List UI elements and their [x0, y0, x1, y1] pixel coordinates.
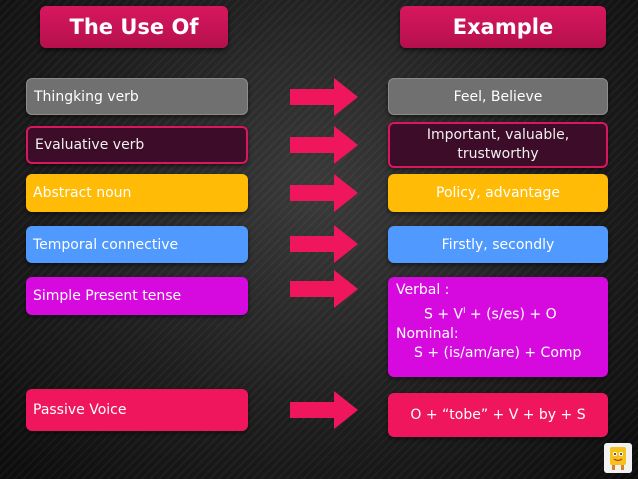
header-the-use-of: The Use Of [40, 6, 228, 48]
example-feel-believe: Feel, Believe [388, 78, 608, 115]
example-important-valuable: Important, valuable, trustworthy [388, 122, 608, 168]
example-policy-advantage: Policy, advantage [388, 174, 608, 212]
verbal-formula-pre: S + V [424, 306, 464, 323]
nominal-formula: S + (is/am/are) + Comp [414, 345, 582, 362]
header-example: Example [400, 6, 606, 48]
term-evaluative-verb: Evaluative verb [26, 126, 248, 164]
nominal-label: Nominal: [396, 325, 459, 342]
term-thinking-verb: Thingking verb [26, 78, 248, 115]
term-temporal-connective: Temporal connective [26, 226, 248, 263]
right-arrow-icon [290, 270, 358, 308]
verbal-formula: S + VI + (s/es) + O [396, 301, 608, 325]
example-simple-present-formulas: Verbal : S + VI + (s/es) + O Nominal: S … [388, 277, 608, 377]
right-arrow-icon [290, 174, 358, 212]
right-arrow-icon [290, 391, 358, 429]
term-simple-present-tense: Simple Present tense [26, 277, 248, 315]
term-passive-voice: Passive Voice [26, 389, 248, 431]
verbal-formula-sup: I [463, 305, 466, 315]
term-abstract-noun: Abstract noun [26, 174, 248, 212]
verbal-formula-post: + (s/es) + O [465, 306, 557, 323]
example-line-1: Important, valuable, [426, 127, 570, 143]
ppt-character-logo [604, 443, 632, 473]
verbal-label: Verbal : [396, 282, 450, 298]
right-arrow-icon [290, 126, 358, 164]
example-firstly-secondly: Firstly, secondly [388, 226, 608, 263]
right-arrow-icon [290, 225, 358, 263]
example-line-2: trustworthy [457, 146, 539, 162]
right-arrow-icon [290, 78, 358, 116]
example-passive-voice-formula: O + “tobe” + V + by + S [388, 393, 608, 437]
